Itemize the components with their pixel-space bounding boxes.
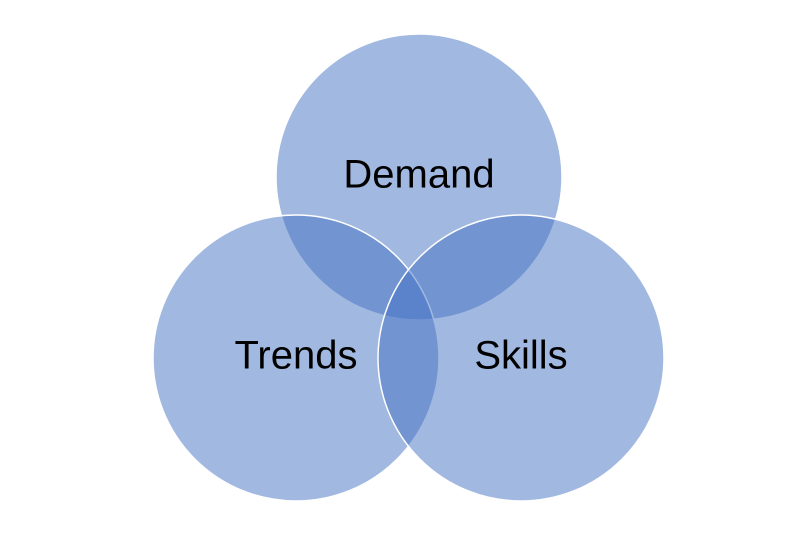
demand-label: Demand	[343, 153, 494, 197]
skills-label: Skills	[474, 334, 567, 378]
trends-label: Trends	[234, 334, 357, 378]
skills-circle	[377, 214, 665, 502]
